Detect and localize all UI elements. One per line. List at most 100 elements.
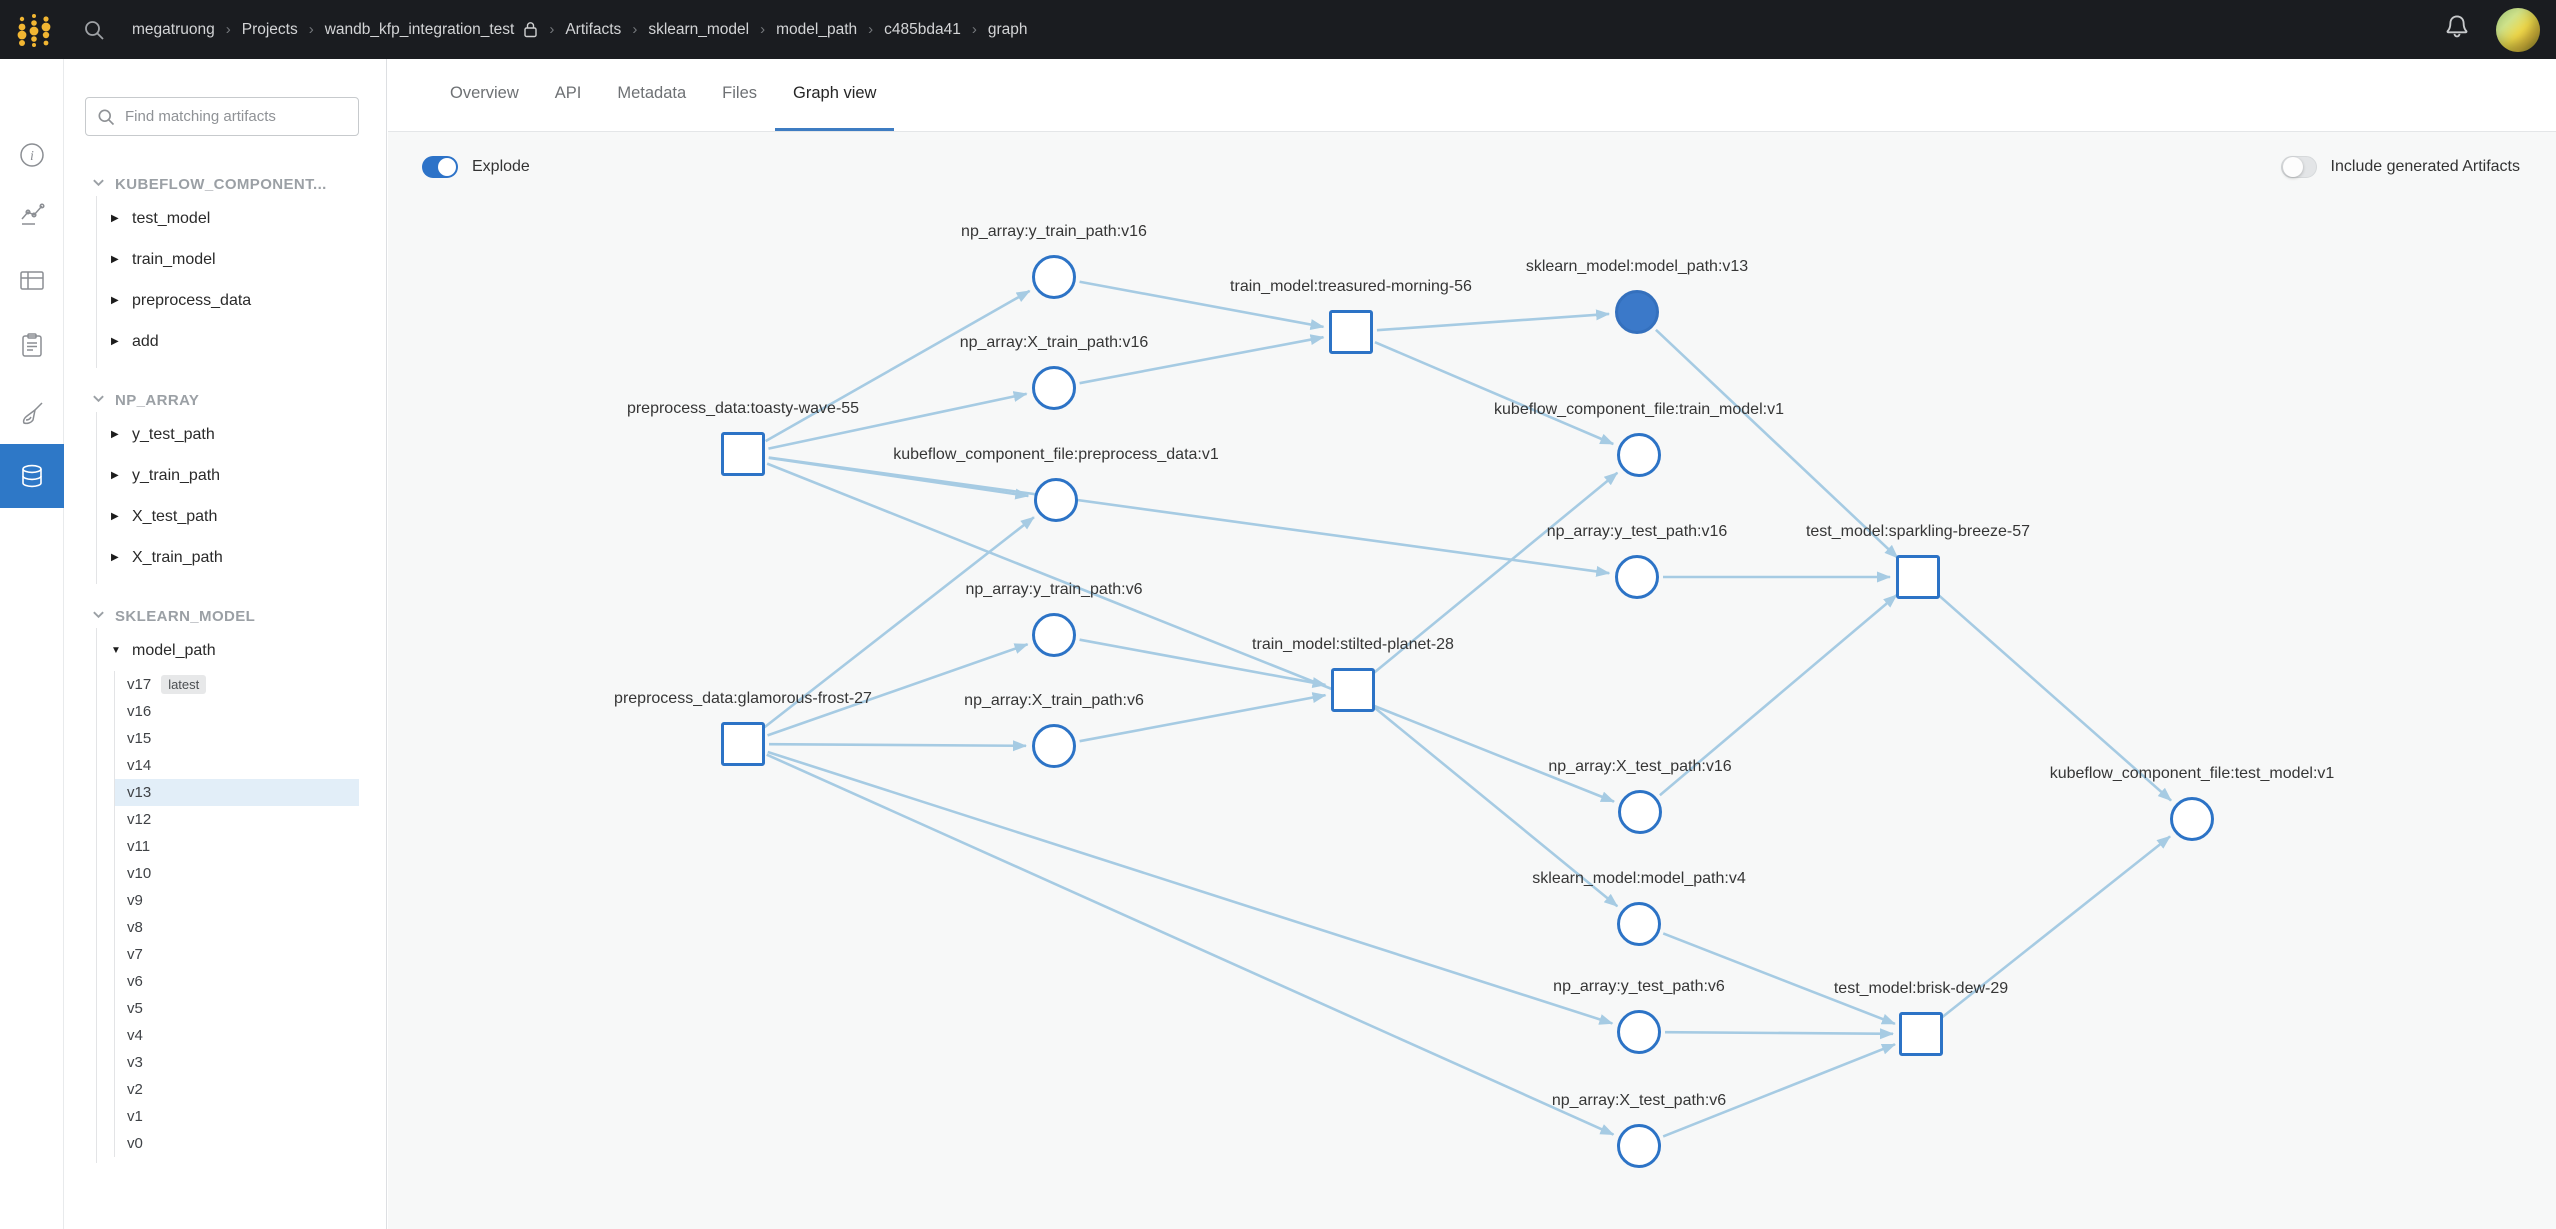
version-item-v8[interactable]: v8: [115, 914, 359, 941]
breadcrumb-item-graph[interactable]: graph: [987, 20, 1028, 38]
tree-item-x-train-path[interactable]: ▶X_train_path: [97, 537, 386, 578]
triangle-right-icon[interactable]: ▶: [111, 552, 119, 563]
rail-item-tables[interactable]: [0, 250, 64, 310]
run-node-treasured[interactable]: [1329, 310, 1373, 354]
artifact-node-kftrain[interactable]: [1617, 433, 1661, 477]
tree-item-x-test-path[interactable]: ▶X_test_path: [97, 496, 386, 537]
breadcrumb-item-wandb-kfp-integration-test[interactable]: wandb_kfp_integration_test: [324, 20, 515, 38]
rail-item-info[interactable]: i: [0, 125, 64, 185]
node-label-xtest16: np_array:X_test_path:v16: [1548, 758, 1732, 775]
breadcrumb-item-projects[interactable]: Projects: [241, 20, 298, 38]
rail-item-artifacts[interactable]: [0, 444, 64, 508]
edge-stilted-to-kftrain: [1372, 471, 1619, 675]
version-item-v15[interactable]: v15: [115, 725, 359, 752]
tree-item-label: preprocess_data: [132, 291, 252, 309]
triangle-right-icon[interactable]: ▶: [111, 429, 119, 440]
explode-toggle[interactable]: [422, 156, 458, 178]
tree-item-test-model[interactable]: ▶ test_model: [97, 198, 386, 239]
triangle-right-icon[interactable]: ▶: [111, 336, 119, 347]
triangle-down-icon[interactable]: ▼: [111, 645, 121, 656]
section-header-sklearn-model[interactable]: SKLEARN_MODEL: [92, 604, 386, 628]
notifications-bell-icon[interactable]: [2442, 12, 2472, 47]
artifact-search-box[interactable]: [85, 97, 359, 136]
artifact-node-v4[interactable]: [1617, 902, 1661, 946]
run-node-stilted[interactable]: [1331, 668, 1375, 712]
run-node-toasty[interactable]: [721, 432, 765, 476]
version-item-v16[interactable]: v16: [115, 698, 359, 725]
run-node-glamorous[interactable]: [721, 722, 765, 766]
artifact-node-xtest6[interactable]: [1617, 1124, 1661, 1168]
artifact-node-ytrain6[interactable]: [1032, 613, 1076, 657]
run-node-sparkling[interactable]: [1896, 555, 1940, 599]
breadcrumb-item-artifacts[interactable]: Artifacts: [565, 20, 622, 38]
tree-item-train-model[interactable]: ▶ train_model: [97, 239, 386, 280]
rail-item-charts[interactable]: [0, 185, 64, 245]
artifact-node-ytest16[interactable]: [1615, 555, 1659, 599]
version-item-v10[interactable]: v10: [115, 860, 359, 887]
version-item-v4[interactable]: v4: [115, 1022, 359, 1049]
tree-item-preprocess-data[interactable]: ▶ preprocess_data: [97, 280, 386, 321]
tree-item-model-path[interactable]: ▼model_path: [97, 630, 386, 671]
artifact-node-xtrain6[interactable]: [1032, 724, 1076, 768]
rail-item-logs[interactable]: [0, 315, 64, 375]
triangle-right-icon[interactable]: ▶: [111, 511, 119, 522]
artifact-node-xtest16[interactable]: [1618, 790, 1662, 834]
tree-item-add[interactable]: ▶add: [97, 321, 386, 362]
edge-glamorous-to-xtest6: [766, 753, 1615, 1136]
rail-item-sweeps[interactable]: [0, 383, 64, 443]
version-item-v13[interactable]: v13: [115, 779, 359, 806]
version-label: v4: [127, 1027, 143, 1044]
header-search-icon[interactable]: [82, 18, 106, 42]
run-node-brisk[interactable]: [1899, 1012, 1943, 1056]
breadcrumb-item-sklearn-model[interactable]: sklearn_model: [648, 20, 750, 38]
version-item-v5[interactable]: v5: [115, 995, 359, 1022]
artifact-node-ytrain16[interactable]: [1032, 255, 1076, 299]
version-item-v11[interactable]: v11: [115, 833, 359, 860]
triangle-right-icon[interactable]: ▶: [111, 470, 119, 481]
tab-graph-view[interactable]: Graph view: [775, 59, 895, 131]
triangle-right-icon[interactable]: ▶: [111, 213, 119, 224]
artifact-node-v13[interactable]: [1615, 290, 1659, 334]
tab-api[interactable]: API: [554, 84, 582, 102]
breadcrumb-item-megatruong[interactable]: megatruong: [132, 20, 215, 38]
tab-files[interactable]: Files: [722, 84, 758, 102]
artifact-node-kfpre[interactable]: [1034, 478, 1078, 522]
version-item-v3[interactable]: v3: [115, 1049, 359, 1076]
version-item-v14[interactable]: v14: [115, 752, 359, 779]
version-item-v6[interactable]: v6: [115, 968, 359, 995]
tree-item-label: train_model: [132, 250, 216, 268]
breadcrumb-item-c485bda41[interactable]: c485bda41: [884, 20, 961, 38]
version-label: v17: [127, 676, 152, 693]
artifact-node-xtrain16[interactable]: [1032, 366, 1076, 410]
version-label: v0: [127, 1135, 143, 1152]
breadcrumb-separator: ›: [868, 21, 874, 38]
tree-item-label: test_model: [132, 209, 211, 227]
version-item-v0[interactable]: v0: [115, 1130, 359, 1157]
triangle-right-icon[interactable]: ▶: [111, 254, 119, 265]
artifact-node-kftest[interactable]: [2170, 797, 2214, 841]
section-label: NP_ARRAY: [115, 391, 200, 409]
version-label: v16: [127, 703, 152, 720]
wandb-logo-icon[interactable]: [14, 10, 54, 50]
version-item-v7[interactable]: v7: [115, 941, 359, 968]
triangle-right-icon[interactable]: ▶: [111, 295, 119, 306]
section-header-np-array[interactable]: NP_ARRAY: [92, 388, 386, 412]
version-item-v2[interactable]: v2: [115, 1076, 359, 1103]
version-item-v9[interactable]: v9: [115, 887, 359, 914]
artifact-search-input[interactable]: [125, 108, 348, 125]
tree-item-y-test-path[interactable]: ▶y_test_path: [97, 414, 386, 455]
tree-item-y-train-path[interactable]: ▶y_train_path: [97, 455, 386, 496]
version-item-v1[interactable]: v1: [115, 1103, 359, 1130]
section-header-kubeflow-component[interactable]: KUBEFLOW_COMPONENT...: [92, 172, 386, 196]
include-generated-artifacts-toggle[interactable]: [2280, 156, 2317, 178]
tab-overview[interactable]: Overview: [450, 84, 519, 102]
edge-xtrain6-to-stilted: [1079, 692, 1327, 743]
breadcrumb-item-model-path[interactable]: model_path: [776, 20, 858, 38]
user-avatar[interactable]: [2496, 7, 2540, 52]
tab-metadata[interactable]: Metadata: [617, 84, 687, 102]
artifact-node-ytest6[interactable]: [1617, 1010, 1661, 1054]
version-item-v12[interactable]: v12: [115, 806, 359, 833]
